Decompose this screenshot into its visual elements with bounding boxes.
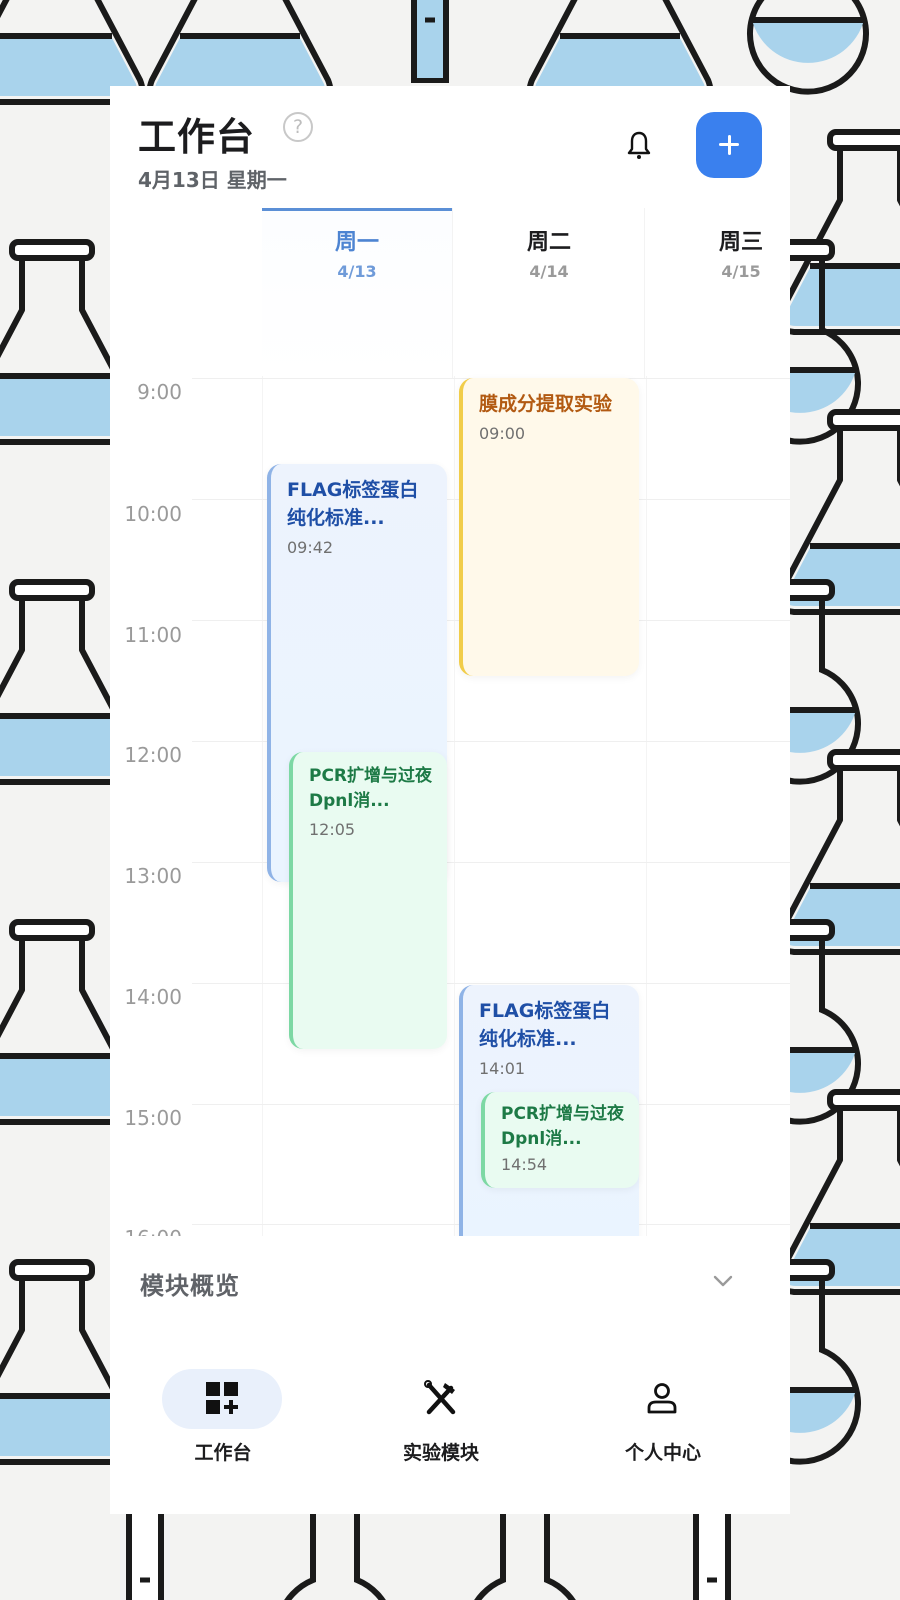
day-column-tue[interactable]: 周二 4/14 [454, 208, 644, 378]
event-title: PCR扩增与过夜Dpnl消... [309, 766, 433, 811]
module-overview-title: 模块概览 [140, 1272, 240, 1300]
tab-experiment-modules[interactable]: 实验模块 [328, 1366, 554, 1514]
hour-label: 13:00 [124, 864, 182, 888]
event-time: 09:00 [479, 424, 526, 443]
tools-icon [424, 1380, 456, 1415]
grid-divider [454, 376, 455, 1246]
event-card[interactable]: PCR扩增与过夜Dpnl消... 12:05 [289, 752, 447, 1049]
help-icon[interactable]: ? [283, 112, 313, 142]
event-time: 09:42 [287, 538, 334, 557]
tab-label: 实验模块 [402, 1442, 479, 1464]
page-title: 工作台 [138, 115, 256, 159]
event-time: 12:05 [309, 820, 356, 839]
hour-label: 9:00 [137, 380, 182, 404]
event-title: FLAG标签蛋白纯化标准... [287, 479, 419, 529]
schedule-grid[interactable]: 9:00 10:00 11:00 12:00 13:00 14:00 15:00… [110, 376, 790, 1255]
current-date: 4月13日 星期一 [138, 168, 287, 192]
hour-label: 11:00 [124, 623, 182, 647]
hour-label: 15:00 [124, 1106, 182, 1130]
day-date: 4/13 [337, 262, 377, 281]
active-tab-indicator [162, 1369, 282, 1429]
event-card[interactable]: 膜成分提取实验 09:00 [459, 378, 639, 676]
tab-workbench[interactable]: 工作台 [110, 1366, 336, 1514]
day-column-wed[interactable]: 周三 4/15 [646, 208, 790, 378]
hour-line [192, 983, 790, 984]
column-divider [644, 208, 645, 378]
dashboard-add-icon [206, 1382, 238, 1414]
event-card[interactable]: PCR扩增与过夜Dpnl消... 14:54 [481, 1092, 639, 1188]
day-name: 周一 [334, 230, 379, 255]
user-icon [647, 1383, 677, 1414]
event-title: PCR扩增与过夜Dpnl消... [501, 1104, 625, 1149]
event-title: FLAG标签蛋白纯化标准... [479, 1000, 611, 1050]
hour-label: 12:00 [124, 743, 182, 767]
day-name: 周二 [526, 230, 571, 255]
event-time: 14:01 [479, 1059, 526, 1078]
app-screen: 工作台 ? 4月13日 星期一 周一 4/13 周二 4/14 周三 4/15 … [110, 86, 790, 1514]
tab-label: 工作台 [194, 1442, 252, 1464]
module-overview-panel[interactable]: 模块概览 [110, 1236, 790, 1366]
grid-divider [646, 376, 647, 1246]
bottom-tab-bar: 工作台 实验模块 个人中心 [110, 1366, 790, 1514]
day-column-mon[interactable]: 周一 4/13 [262, 208, 452, 378]
bell-icon[interactable] [626, 130, 652, 160]
event-title: 膜成分提取实验 [479, 393, 613, 415]
hour-line [192, 862, 790, 863]
grid-divider [262, 376, 263, 1246]
tab-personal-center[interactable]: 个人中心 [550, 1366, 776, 1514]
hour-label: 14:00 [124, 985, 182, 1009]
chevron-down-icon[interactable] [712, 1270, 734, 1292]
day-name: 周三 [718, 230, 763, 255]
tab-label: 个人中心 [624, 1442, 701, 1464]
day-date: 4/14 [529, 262, 569, 281]
column-divider [452, 208, 453, 378]
event-time: 14:54 [501, 1155, 548, 1174]
hour-label: 10:00 [124, 502, 182, 526]
add-plus-button[interactable] [696, 112, 762, 178]
hour-line [192, 741, 790, 742]
day-date: 4/15 [721, 262, 761, 281]
